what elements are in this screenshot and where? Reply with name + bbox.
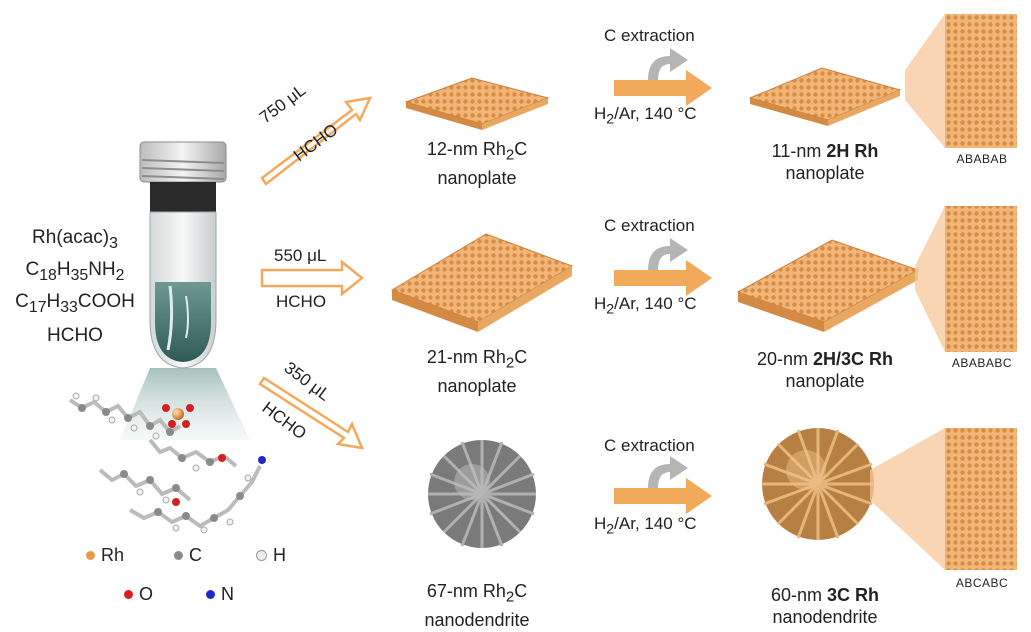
process-arrows: [614, 48, 712, 514]
condition-3-extraction: C extraction: [604, 436, 695, 455]
o-atom-icon: [124, 590, 133, 599]
reagent-oleic-acid: C17H33COOH: [15, 291, 135, 316]
stacking-3-label: ABCABC: [955, 576, 1009, 590]
zoom-wedges: [870, 14, 945, 570]
condition-2-gas: H2/Ar, 140 °C: [594, 294, 697, 318]
legend-o: O: [124, 584, 153, 605]
plate-20nm-graphic: [736, 239, 920, 332]
plate-11nm-graphic: [748, 67, 902, 126]
h-atom-icon: [256, 550, 267, 561]
atom-stack-3C: [945, 428, 1017, 570]
legend-h: H: [256, 545, 286, 566]
dendrite-67nm-graphic: [428, 440, 536, 548]
stacking-1-label: ABABAB: [956, 152, 1008, 166]
atom-stack-2H3C: [945, 206, 1017, 352]
reaction-vial: [120, 141, 250, 440]
reagent-rh-acac: Rh(acac)3: [32, 227, 118, 252]
atom-stack-2H: [945, 14, 1017, 148]
plate-21nm-graphic: [390, 233, 574, 332]
route-mid-reagent: HCHO: [276, 292, 327, 311]
condition-3-gas: H2/Ar, 140 °C: [594, 514, 697, 538]
route-arrows: [258, 96, 373, 450]
legend-n: N: [206, 584, 234, 605]
route-mid-amount: 550 μL: [274, 246, 327, 265]
molecule-model: [68, 392, 266, 534]
condition-1-gas: H2/Ar, 140 °C: [594, 104, 697, 128]
c-atom-icon: [174, 551, 183, 560]
legend-rh: Rh: [86, 545, 124, 566]
dendrite-60nm-graphic: [762, 428, 874, 540]
n-atom-icon: [206, 590, 215, 599]
reagent-hcho: HCHO: [47, 325, 103, 346]
condition-2-extraction: C extraction: [604, 216, 695, 235]
plate-12nm-graphic: [404, 77, 550, 130]
reagent-oleylamine: C18H35NH2: [25, 259, 125, 284]
legend-c: C: [174, 545, 202, 566]
condition-1-extraction: C extraction: [604, 26, 695, 45]
rh-atom-icon: [86, 551, 95, 560]
stacking-2-label: ABABABC: [951, 356, 1013, 370]
